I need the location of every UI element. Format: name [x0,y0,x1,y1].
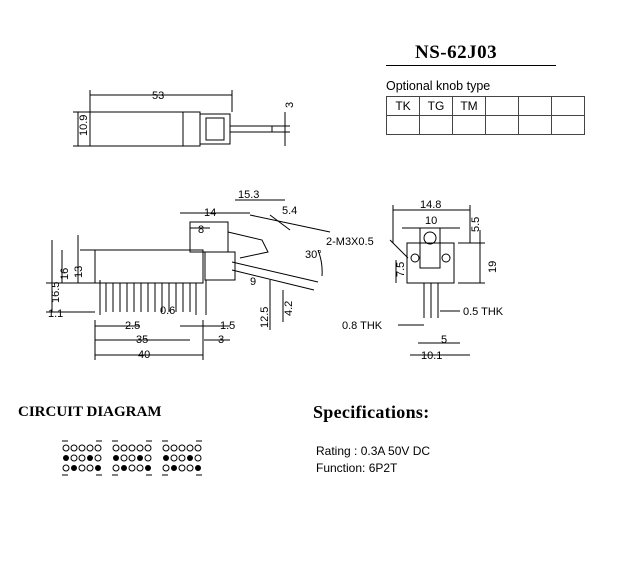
knob-type-cell [485,115,519,135]
circuit-diagram [62,440,202,476]
dim-15-3: 15.3 [238,189,259,201]
end-view [389,205,485,356]
circuit-group-2 [112,440,152,476]
spec-rating: Rating : 0.3A 50V DC [316,444,431,458]
dim-9: 9 [250,276,256,288]
dim-5-5: 5.5 [470,217,482,232]
dim-10: 10 [425,215,437,227]
knob-type-cell: TM [452,96,486,116]
side-view [46,199,331,360]
dim-2-5: 2.5 [125,320,140,332]
knob-type-cell [485,96,519,116]
dim-16: 16 [59,268,71,280]
knob-type-empty-row [386,115,585,135]
knob-type-cell [452,115,486,135]
knob-type-table: TK TG TM [386,96,585,135]
dim-10-1: 10.1 [421,350,442,362]
dim-35: 35 [136,334,148,346]
knob-type-cell [518,115,552,135]
dim-4-2: 4.2 [283,301,295,316]
knob-type-cell [551,115,585,135]
knob-type-cell: TG [419,96,453,116]
dim-8: 8 [198,224,204,236]
dim-1-5: 1.5 [220,320,235,332]
circuit-diagram-title: CIRCUIT DIAGRAM [18,404,162,420]
knob-type-label: Optional knob type [386,79,491,93]
dim-10-9: 10.9 [78,115,90,136]
model-title: NS-62J03 [415,42,498,63]
dim-0-8-thk: 0.8 THK [342,320,383,332]
title-underline [386,65,556,66]
circuit-group-1 [62,440,102,476]
knob-type-cell [419,115,453,135]
dim-16-5: 16.5 [50,282,62,303]
dim-13: 13 [73,266,85,278]
knob-type-cell [386,115,420,135]
dim-19: 19 [487,261,499,273]
dim-1-1: 1.1 [48,308,63,320]
circuit-group-3 [162,440,202,476]
dim-40: 40 [138,349,150,361]
thread-2-m3x0-5: 2-M3X0.5 [326,236,374,248]
dim-12-5: 12.5 [259,307,271,328]
dim-0-6: 0.6 [160,305,175,317]
knob-type-row: TK TG TM [386,96,585,116]
dim-30-deg: 30° [305,249,322,261]
dim-5-4: 5.4 [282,205,297,217]
dim-5-end: 5 [441,334,447,346]
dim-14-8: 14.8 [420,199,441,211]
dim-53: 53 [152,90,164,102]
dim-14: 14 [204,207,216,219]
dim-7-5: 7.5 [395,262,407,277]
dim-0-5-thk: 0.5 THK [463,306,504,318]
dim-3: 3 [284,102,296,108]
top-view [73,90,290,147]
spec-function: Function: 6P2T [316,461,398,475]
knob-type-cell: TK [386,96,420,116]
dim-3-side: 3 [218,334,224,346]
knob-type-cell [518,96,552,116]
knob-type-cell [551,96,585,116]
specifications-title: Specifications: [313,402,430,422]
